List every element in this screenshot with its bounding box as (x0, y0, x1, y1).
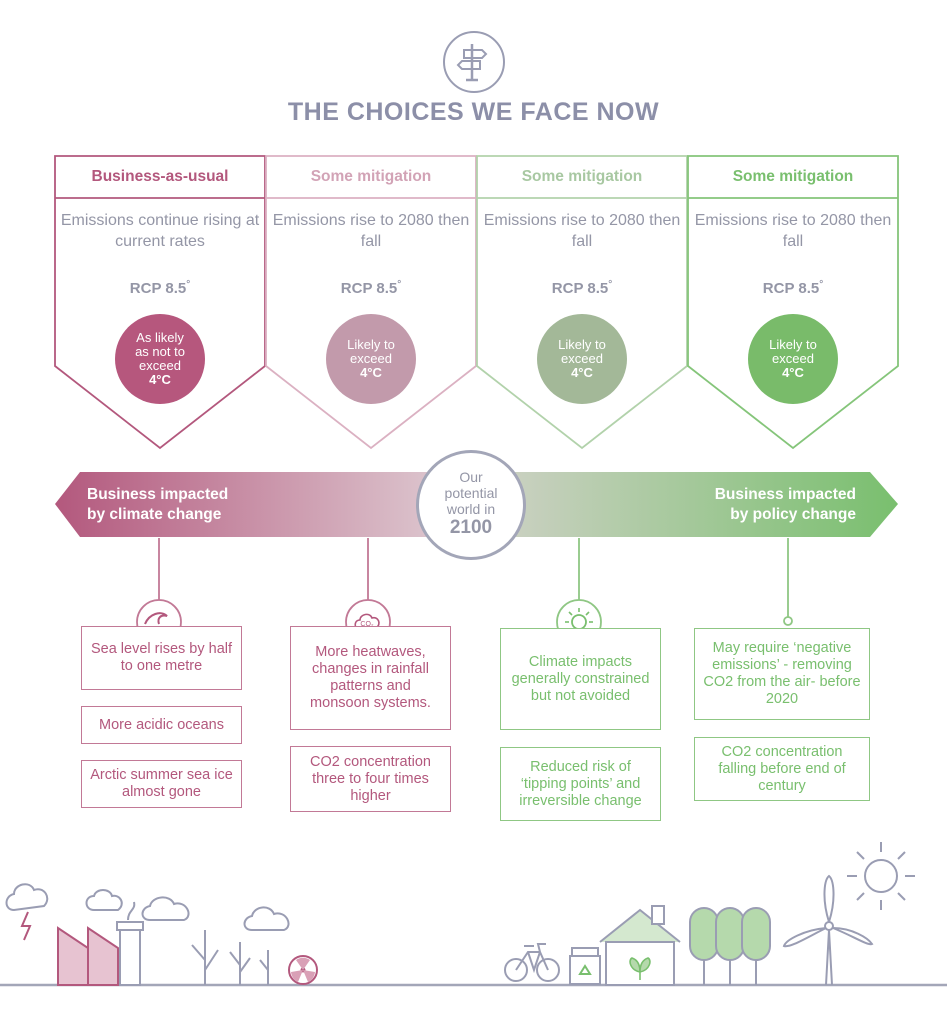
impact-box: Arctic summer sea ice almost gone (81, 760, 242, 808)
scenario-rcp: RCP 8.5° (340, 279, 402, 297)
house-icon (599, 905, 681, 986)
scenario-shield-1 (54, 155, 266, 450)
scenario-header: Some mitigation (521, 168, 643, 185)
green-tree-icon (689, 907, 771, 985)
scenario-shield-4 (687, 155, 899, 450)
scenario-shield-3 (476, 155, 688, 450)
smoke-icon (85, 889, 123, 911)
scenario-header: Some mitigation (310, 168, 432, 185)
cloud-icon (243, 906, 290, 931)
scenario-description: Emissions rise to 2080 then fall (483, 212, 681, 250)
impact-box: Reduced risk of ‘tipping points’ and irr… (500, 747, 661, 821)
scenario-rcp: RCP 8.5° (551, 279, 613, 297)
scenario-header: Some mitigation (732, 168, 854, 185)
factory-icon (57, 921, 144, 986)
impact-box: More heatwaves, changes in rainfall patt… (290, 626, 451, 730)
landscape-illustration (0, 842, 947, 987)
scenario-description: Emissions rise to 2080 then fall (694, 212, 892, 250)
scenario-shield-2 (265, 155, 477, 450)
cloud-icon (141, 896, 190, 921)
radiation-icon (288, 955, 318, 985)
scenario-rcp: RCP 8.5° (762, 279, 824, 297)
scenario-description: Emissions continue rising at current rat… (60, 212, 260, 250)
scenario-description: Emissions rise to 2080 then fall (272, 212, 470, 250)
storm-cloud-icon (5, 883, 49, 941)
impact-box: Sea level rises by half to one metre (81, 626, 242, 690)
impact-box: More acidic oceans (81, 706, 242, 744)
scenario-header: Business-as-usual (91, 168, 229, 185)
wind-turbine-icon (782, 874, 874, 986)
impact-box: Climate impacts generally constrained bu… (500, 628, 661, 730)
impact-connectors (158, 538, 793, 626)
bare-tree-icon (191, 930, 269, 985)
impact-box: CO2 concentration falling before end of … (694, 737, 870, 801)
impact-box: CO2 concentration three to four times hi… (290, 746, 451, 812)
signpost-icon (443, 31, 505, 93)
recycling-bin-icon (569, 947, 601, 985)
page-title: THE CHOICES WE FACE NOW (287, 98, 660, 126)
bicycle-icon (504, 943, 560, 982)
impact-box: May require ‘negative emissions’ - remov… (694, 628, 870, 720)
co2-icon-label: CO₂ (360, 621, 374, 628)
scenario-shields (54, 155, 899, 450)
sun-icon (847, 842, 915, 910)
scenario-rcp: RCP 8.5° (129, 279, 191, 297)
world-2100-badge: Our potential world in 2100 (416, 450, 526, 560)
